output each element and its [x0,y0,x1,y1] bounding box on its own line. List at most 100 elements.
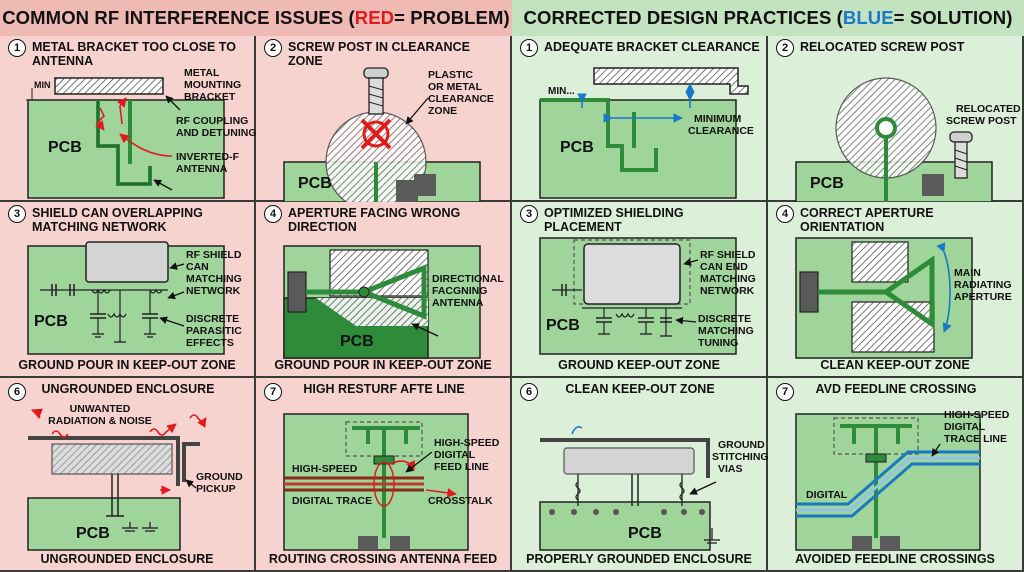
svg-text:NETWORK: NETWORK [186,285,241,297]
svg-text:PCB: PCB [560,139,594,156]
problem-1-diagram: MIN METAL MOUNTING BRACKET RF COUPLING A… [26,67,256,199]
pcb-board [27,99,225,199]
solution-7-diagram: HIGH-SPEED DIGITAL TRACE LINE DIGITAL [795,409,1010,551]
high-speed-trace [284,476,424,492]
svg-text:UNWANTED: UNWANTED [70,403,131,415]
svg-text:CAN END: CAN END [700,261,748,273]
problem-7-diagram: HIGH-SPEED DIGITAL TRACE HIGH-SPEED DIGI… [283,413,500,551]
svg-text:CLEARANCE: CLEARANCE [428,93,494,105]
pcb-board [539,501,711,551]
red-keyword: RED [354,7,395,28]
directional-antenna [357,264,427,320]
svg-text:RF COUPLING: RF COUPLING [176,115,248,127]
svg-text:MIN...: MIN... [548,86,575,97]
svg-text:PCB: PCB [546,317,580,334]
svg-text:HIGH-SPEED: HIGH-SPEED [292,463,358,475]
problem-4-diagram: DIRECTIONAL FACGNING ANTENNA PCB [283,245,504,359]
svg-text:SCREW POST: SCREW POST [946,115,1017,127]
solutions-section: CORRECTED DESIGN PRACTICES (BLUE = SOLUT… [512,0,1024,572]
pcb-board [27,497,181,551]
problem-panel-1: MIN METAL MOUNTING BRACKET RF COUPLING A… [0,36,256,202]
svg-text:GROUND: GROUND [718,439,765,451]
solution-4-diagram: MAIN RADIATING APERTURE [795,237,1012,359]
svg-text:MINIMUM: MINIMUM [694,113,741,125]
inverted-f-antenna [540,98,658,172]
solution-1-diagram: MIN... MINIMUM CLEARANCE PCB [539,67,754,199]
svg-text:RF SHIELD: RF SHIELD [700,249,756,261]
svg-text:AND DETUNING: AND DETUNING [176,127,256,139]
panel-footer: CLEAN KEEP-OUT ZONE [820,358,970,372]
solutions-header: CORRECTED DESIGN PRACTICES (BLUE = SOLUT… [512,0,1024,38]
svg-text:CLEARANCE: CLEARANCE [688,125,754,137]
svg-text:PARASITIC: PARASITIC [186,325,242,337]
problem-2-diagram: PLASTIC OR METAL CLEARANCE ZONE PCB [283,67,494,202]
screw-post [363,67,389,115]
panel-footer: UNGROUNDED ENCLOSURE [40,552,214,566]
svg-text:FEED LINE: FEED LINE [434,461,489,473]
svg-text:INVERTED-F: INVERTED-F [176,151,240,163]
connector [799,271,819,313]
svg-text:MATCHING: MATCHING [698,325,754,337]
svg-text:DISCRETE: DISCRETE [698,313,751,325]
solution-3-diagram: RF SHIELD CAN END MATCHING NETWORK DISCR… [539,237,756,355]
svg-text:PCB: PCB [48,139,82,156]
svg-text:MAIN: MAIN [954,267,981,279]
panel-footer: GROUND POUR IN KEEP-OUT ZONE [18,358,236,372]
svg-text:PICKUP: PICKUP [196,483,236,495]
svg-text:VIAS: VIAS [718,463,743,475]
svg-text:HIGH-SPEED: HIGH-SPEED [434,437,500,449]
panel-footer: PROPERLY GROUNDED ENCLOSURE [526,552,752,566]
svg-text:PCB: PCB [810,175,844,192]
svg-text:TRACE LINE: TRACE LINE [944,433,1007,445]
problem-panel-3: RF SHIELD CAN MATCHING NETWORK DISCRETE … [0,202,256,378]
panel-footer: ROUTING CROSSING ANTENNA FEED [268,552,498,566]
problem-panel-7: HIGH-SPEED DIGITAL TRACE HIGH-SPEED DIGI… [256,378,512,572]
svg-text:METAL: METAL [184,67,220,79]
svg-text:EFFECTS: EFFECTS [186,337,234,349]
svg-text:ZONE: ZONE [428,105,457,117]
svg-text:FACGNING: FACGNING [432,285,487,297]
svg-text:PCB: PCB [340,333,374,350]
svg-text:MOUNTING: MOUNTING [184,79,241,91]
svg-text:ANTENNA: ANTENNA [176,163,228,175]
svg-text:STITCHING: STITCHING [712,451,768,463]
svg-text:CAN: CAN [186,261,209,273]
rf-shield-can [583,243,681,305]
directional-antenna [881,255,935,329]
svg-text:GROUND: GROUND [196,471,243,483]
high-speed-trace [796,450,980,518]
solution-6-diagram: GROUND STITCHING VIAS PCB [539,426,768,551]
pcb-board [283,413,469,551]
problem-3-diagram: RF SHIELD CAN MATCHING NETWORK DISCRETE … [27,241,242,355]
svg-text:PCB: PCB [628,525,662,542]
screw-post [949,131,973,179]
problem-panel-6: UNWANTED RADIATION & NOISE GROUND PICKUP… [0,378,256,572]
svg-text:HIGH-SPEED: HIGH-SPEED [944,409,1010,421]
enclosure [28,436,180,486]
pcb-board [795,413,981,551]
svg-text:NETWORK: NETWORK [700,285,755,297]
feed-ring-icon [875,117,897,139]
svg-text:BRACKET: BRACKET [184,91,236,103]
svg-text:MATCHING: MATCHING [186,273,242,285]
svg-text:MIN: MIN [34,80,51,90]
panel-footer: AVOIDED FEEDLINE CROSSINGS [795,552,995,566]
svg-text:DIGITAL TRACE: DIGITAL TRACE [292,495,372,507]
svg-text:DISCRETE: DISCRETE [186,313,239,325]
blue-keyword: BLUE [842,7,894,28]
svg-text:OR METAL: OR METAL [428,81,483,93]
